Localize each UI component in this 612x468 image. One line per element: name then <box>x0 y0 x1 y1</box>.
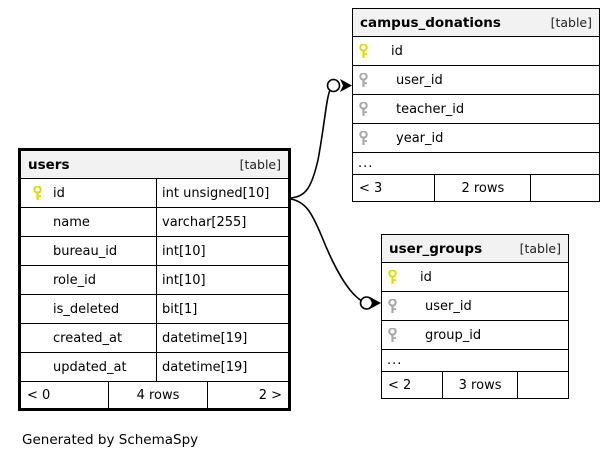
table-footer-user-groups: < 2 3 rows <box>382 372 568 398</box>
table-title: user_groups <box>389 240 483 257</box>
foreign-key-icon <box>353 124 373 152</box>
footer-prev-page[interactable]: < 3 <box>353 175 436 201</box>
column-type: datetime[19] <box>162 330 248 346</box>
relationship-users-campus_donations <box>290 89 331 199</box>
column-name: role_id <box>21 266 157 294</box>
foreign-key-icon <box>353 95 373 123</box>
diagram-caption: Generated by SchemaSpy <box>22 432 199 448</box>
table-row[interactable]: group_id <box>382 321 568 350</box>
table-row[interactable]: id <box>382 263 568 292</box>
table-node-campus-donations[interactable]: campus_donations [table] id us <box>352 8 600 202</box>
table-node-users[interactable]: users [table] id int unsigned[10] name v… <box>18 148 291 411</box>
column-type: varchar[255] <box>162 214 247 230</box>
foreign-key-icon <box>382 292 402 320</box>
footer-row-count: 4 rows <box>109 382 208 408</box>
table-row[interactable]: role_id int[10] <box>21 266 288 295</box>
column-name: bureau_id <box>21 237 157 265</box>
zero-or-more-circle-campus_donations <box>326 78 341 93</box>
table-footer-users: < 0 4 rows 2 > <box>21 382 288 408</box>
column-name: id <box>420 269 432 285</box>
column-type: int unsigned[10] <box>162 185 270 201</box>
crowsfoot-arrow-campus_donations <box>340 79 352 92</box>
table-node-user-groups[interactable]: user_groups [table] id user_id <box>381 234 569 399</box>
column-name: is_deleted <box>21 295 157 323</box>
table-row[interactable]: teacher_id <box>353 95 599 124</box>
column-name: teacher_id <box>396 101 465 117</box>
primary-key-icon <box>382 263 402 291</box>
column-type: datetime[19] <box>162 359 248 375</box>
table-header-campus-donations: campus_donations [table] <box>353 9 599 37</box>
more-columns-indicator: ... <box>382 350 568 372</box>
column-type: int[10] <box>162 272 206 288</box>
footer-prev-page[interactable]: < 2 <box>382 372 444 398</box>
table-header-user-groups: user_groups [table] <box>382 235 568 263</box>
column-name: created_at <box>21 324 157 352</box>
column-type: int[10] <box>162 243 206 259</box>
table-row[interactable]: year_id <box>353 124 599 153</box>
table-row[interactable]: id int unsigned[10] <box>21 179 288 208</box>
column-name: user_id <box>425 298 472 314</box>
table-row[interactable]: user_id <box>353 66 599 95</box>
footer-prev-page[interactable]: < 0 <box>21 382 110 408</box>
footer-next-page[interactable] <box>518 372 568 398</box>
column-name: id <box>53 185 65 201</box>
column-name: user_id <box>396 72 443 88</box>
table-title: users <box>28 156 70 173</box>
table-footer-campus-donations: < 3 2 rows <box>353 175 599 201</box>
column-type: bit[1] <box>162 301 198 317</box>
table-row[interactable]: updated_at datetime[19] <box>21 353 288 382</box>
column-name: id <box>391 43 403 59</box>
table-header-users: users [table] <box>21 151 288 179</box>
table-kind-label: [table] <box>519 241 561 256</box>
table-kind-label: [table] <box>239 157 281 172</box>
column-name: year_id <box>396 130 444 146</box>
primary-key-icon <box>353 37 373 65</box>
footer-row-count: 2 rows <box>435 175 532 201</box>
table-row[interactable]: created_at datetime[19] <box>21 324 288 353</box>
table-row[interactable]: is_deleted bit[1] <box>21 295 288 324</box>
footer-row-count: 3 rows <box>443 372 518 398</box>
foreign-key-icon <box>382 321 402 349</box>
relationship-users-user_groups <box>290 198 363 302</box>
table-row[interactable]: id <box>353 37 599 66</box>
column-name: updated_at <box>21 353 157 381</box>
table-title: campus_donations <box>360 14 501 31</box>
zero-or-more-circle-user_groups <box>359 296 374 310</box>
table-row[interactable]: name varchar[255] <box>21 208 288 237</box>
footer-next-page[interactable] <box>531 175 599 201</box>
table-kind-label: [table] <box>550 15 592 30</box>
more-columns-indicator: ... <box>353 153 599 175</box>
footer-next-page[interactable]: 2 > <box>258 387 282 403</box>
foreign-key-icon <box>353 66 373 94</box>
table-row[interactable]: bureau_id int[10] <box>21 237 288 266</box>
primary-key-icon <box>27 185 47 201</box>
column-name: group_id <box>425 327 482 343</box>
column-name: name <box>21 208 157 236</box>
table-row[interactable]: user_id <box>382 292 568 321</box>
crowsfoot-arrow-user_groups <box>369 296 381 310</box>
